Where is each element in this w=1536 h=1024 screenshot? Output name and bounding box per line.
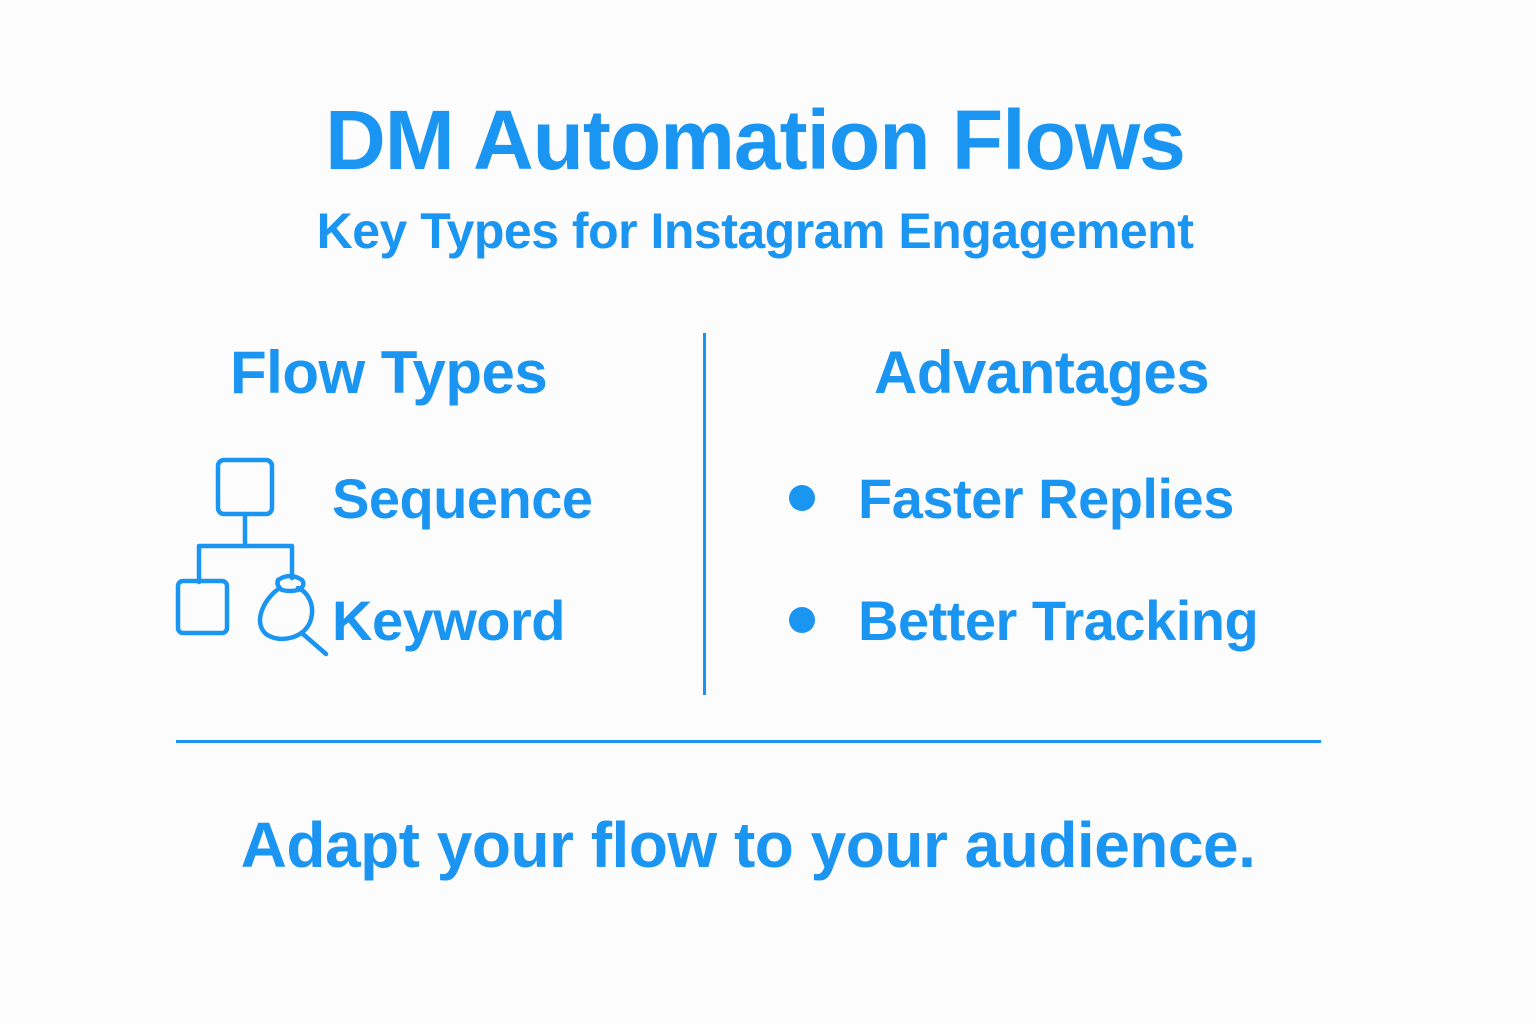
bullet-dot-icon [789, 485, 815, 511]
flow-types-heading: Flow Types [230, 339, 548, 406]
footer-tagline: Adapt your flow to your audience. [240, 809, 1256, 881]
advantage-better-tracking: Better Tracking [858, 589, 1259, 652]
page-title: DM Automation Flows [325, 93, 1186, 187]
flow-type-keyword: Keyword [332, 589, 566, 652]
flowchart-keyword-search-icon [175, 457, 329, 657]
advantages-heading: Advantages [874, 339, 1210, 406]
bullet-dot-icon [789, 607, 815, 633]
flow-type-sequence: Sequence [332, 467, 593, 530]
horizontal-divider [176, 740, 1321, 743]
advantage-faster-replies: Faster Replies [858, 467, 1234, 530]
page-subtitle: Key Types for Instagram Engagement [316, 203, 1194, 259]
vertical-divider [703, 333, 706, 695]
